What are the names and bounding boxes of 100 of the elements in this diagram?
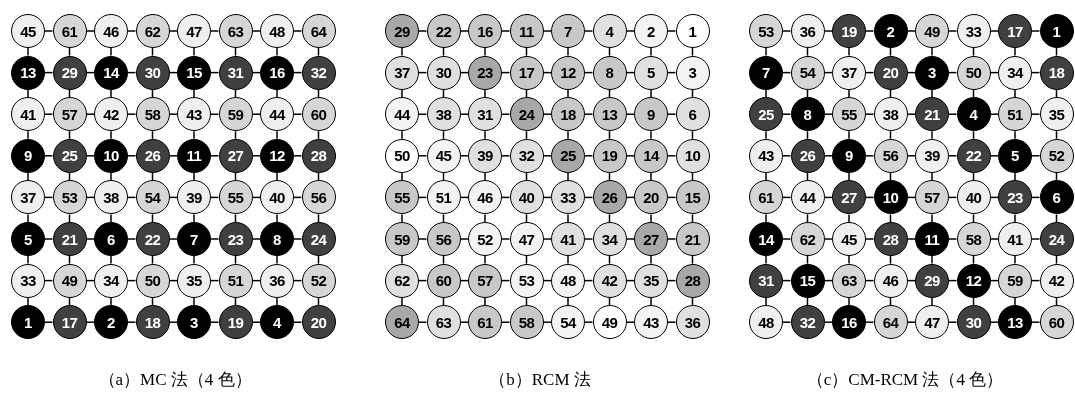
grid-node-circle: 34 [592,222,627,256]
grid-node-circle: 31 [468,97,502,132]
grid-node-circle: 28 [873,222,908,256]
grid-node-circle: 54 [135,180,170,215]
grid-node-circle: 19 [832,14,866,48]
grid-node-circle: 62 [790,222,825,256]
grid-node-circle: 24 [1039,222,1074,256]
connector-line [1014,296,1016,306]
connector-line [931,255,933,265]
grid-node-circle: 4 [956,97,991,132]
connector-line [401,213,403,223]
grid-node-circle: 53 [52,180,87,215]
connector-line [931,296,933,306]
grid-node-circle: 47 [915,305,949,340]
connector-line [251,238,261,240]
grid-node-circle: 2 [873,14,908,48]
grid-node-circle: 56 [301,180,336,215]
connector-line [1014,255,1016,265]
grid-node-circle: 64 [873,305,908,340]
connector-line [501,113,511,115]
connector-line [459,155,469,157]
connector-line [234,255,237,265]
grid-node-circle: 38 [873,97,908,132]
grid-node-circle: 44 [790,180,825,215]
connector-line [906,30,916,32]
grid-node-circle: 50 [135,263,170,298]
connector-line [27,213,29,223]
connector-line [459,113,469,115]
grid-node-circle: 57 [915,180,949,215]
connector-line [27,172,29,182]
connector-line [542,30,552,32]
connector-line [193,296,195,306]
connector-line [127,321,137,323]
grid-node-circle: 7 [551,14,585,48]
connector-line [948,113,958,115]
grid-node-circle: 20 [634,180,668,215]
connector-line [948,238,958,240]
connector-line [525,255,528,265]
connector-line [650,130,652,140]
connector-line [931,130,933,140]
connector-line [44,155,54,157]
grid-node-circle: 27 [218,138,253,173]
grid-node-circle: 45 [426,138,461,173]
connector-line [110,130,112,140]
grid-node-circle: 1 [11,305,45,340]
grid-node-circle: 36 [260,263,294,298]
grid-node-circle: 12 [956,263,991,298]
grid-node-circle: 28 [675,263,710,298]
connector-line [251,321,261,323]
grid-node-circle: 20 [301,305,336,340]
connector-line [1014,47,1016,57]
connector-line [667,30,677,32]
grid-node-circle: 35 [634,263,668,298]
grid-node-circle: 45 [11,14,45,48]
connector-line [484,130,486,140]
grid-node-circle: 57 [52,97,87,132]
connector-line [906,238,916,240]
grid-node-circle: 14 [634,138,668,173]
connector-line [484,213,486,223]
grid-node-circle: 56 [426,222,461,256]
grid-node-circle: 57 [468,263,502,298]
grid-node-circle: 18 [551,97,585,132]
connector-line [127,238,137,240]
connector-line [293,30,303,32]
connector-line [401,296,403,306]
connector-line [501,238,511,240]
grid-node-circle: 14 [94,55,128,90]
connector-line [293,113,303,115]
grid-node-circle: 58 [135,97,170,132]
grid-node-circle: 55 [218,180,253,215]
grid-node-circle: 16 [832,305,866,340]
grid-node-circle: 42 [94,97,128,132]
connector-line [667,321,677,323]
grid-node-circle: 17 [509,55,544,90]
connector-line [782,155,792,157]
connector-line [193,255,195,265]
connector-line [931,47,933,57]
grid-node-circle: 5 [998,138,1032,173]
grid-node-circle: 4 [592,14,627,48]
connector-line [848,213,850,223]
connector-line [193,88,195,98]
grid-node-circle: 58 [956,222,991,256]
grid-node-circle: 2 [94,305,128,340]
connector-line [567,255,569,265]
connector-line [989,321,999,323]
grid-node-circle: 1 [675,14,710,48]
connector-line [584,30,594,32]
connector-line [85,155,95,157]
connector-line [906,155,916,157]
grid-node-circle: 52 [468,222,502,256]
connector-line [85,30,95,32]
grid-node-circle: 41 [551,222,585,256]
connector-line [567,213,569,223]
connector-line [650,296,652,306]
connector-line [625,155,635,157]
grid-node-circle: 46 [873,263,908,298]
connector-line [127,30,137,32]
connector-line [948,30,958,32]
grid-node-circle: 15 [790,263,825,298]
connector-line [989,30,999,32]
